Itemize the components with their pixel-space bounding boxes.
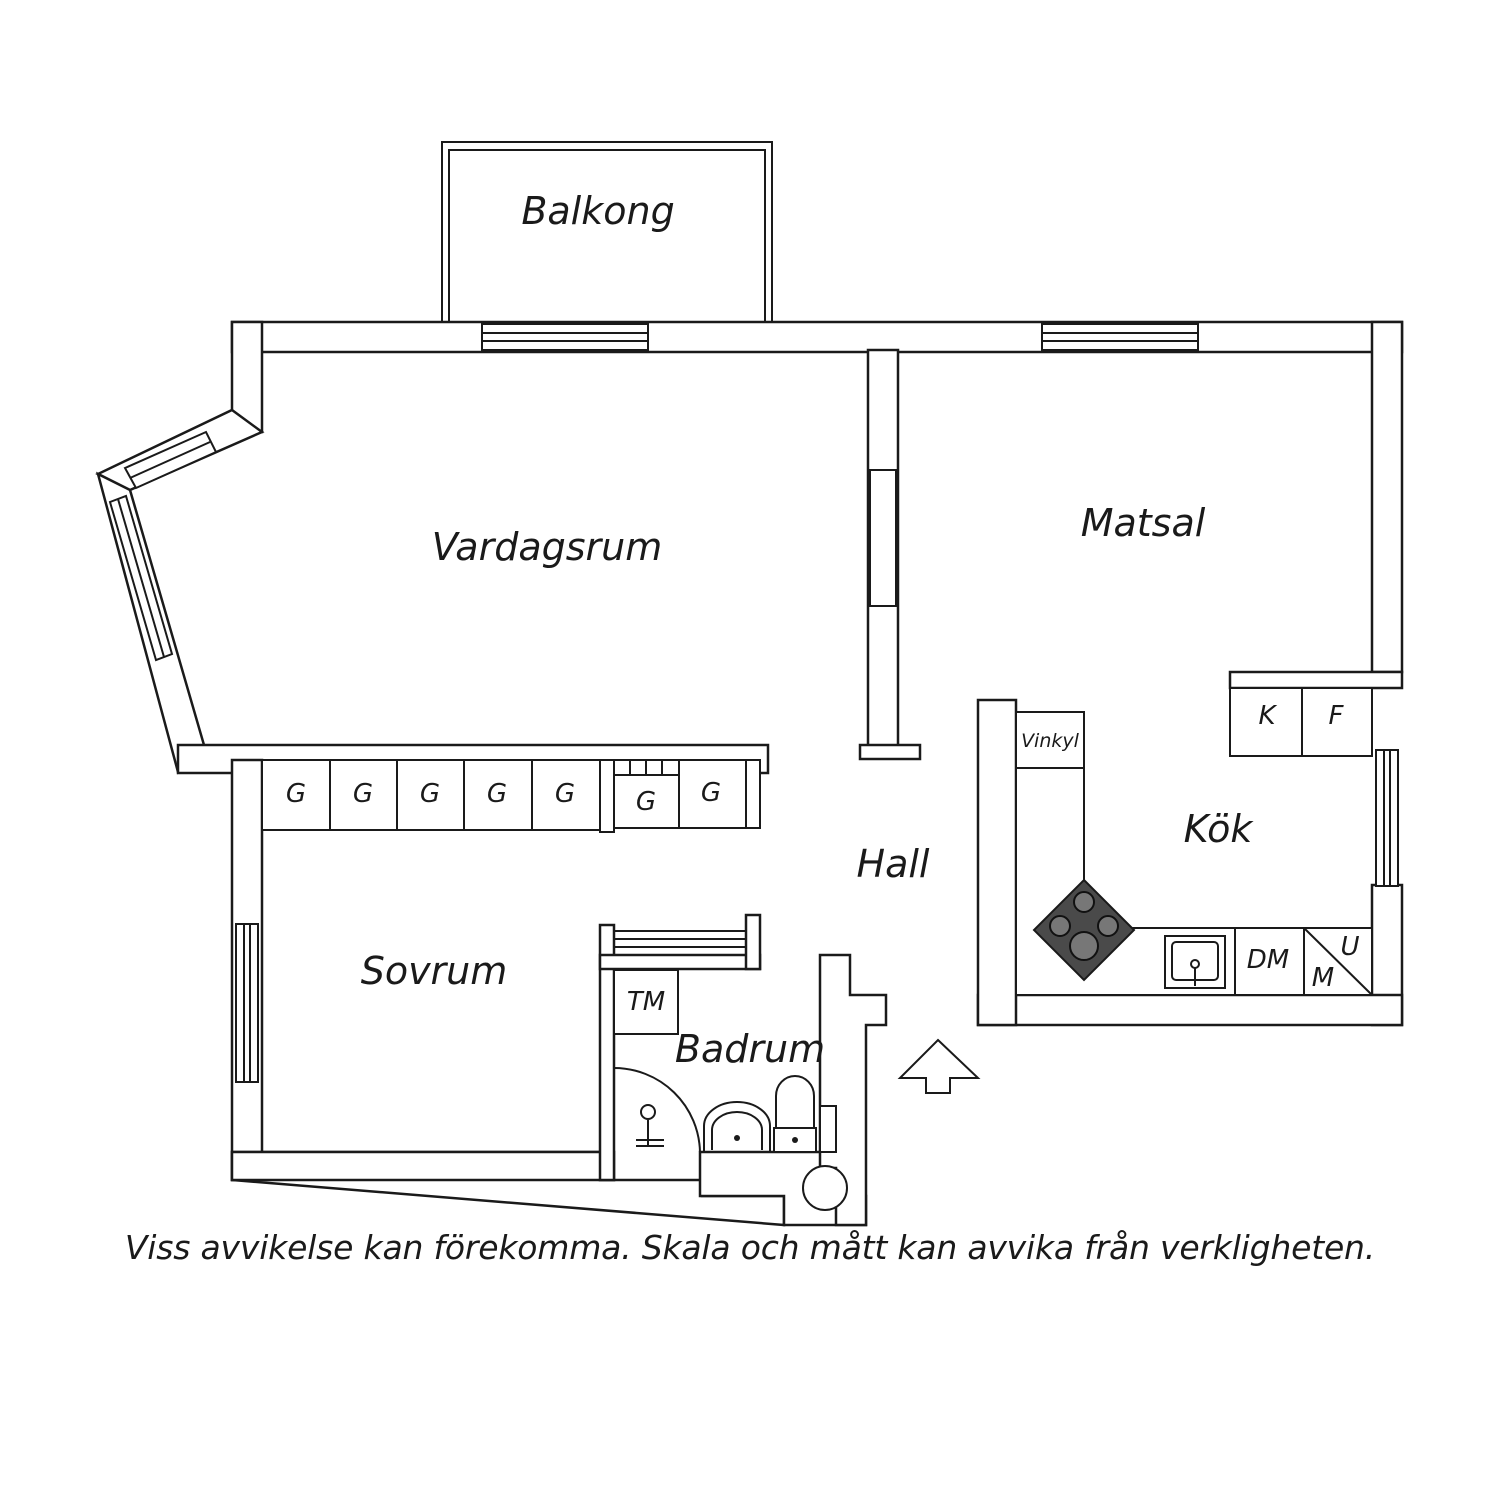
- drain-icon: [802, 1165, 848, 1211]
- room-label-bathroom: Badrum: [675, 1027, 825, 1071]
- wardrobe-label-7: G: [701, 778, 721, 808]
- wardrobe-label-6: G: [636, 787, 656, 817]
- shower-icon: [613, 1067, 701, 1153]
- fridge-label: K: [1258, 701, 1277, 731]
- room-label-balcony: Balkong: [521, 189, 674, 233]
- entrance-arrow-icon: [897, 1038, 981, 1094]
- microwave-label: M: [1312, 963, 1334, 993]
- window-living-top: [481, 323, 649, 351]
- window-dining-top: [1041, 323, 1199, 351]
- oven-label: U: [1340, 932, 1359, 962]
- room-label-living-room: Vardagsrum: [432, 525, 663, 569]
- window-bedroom: [235, 923, 259, 1083]
- freezer-label: F: [1329, 701, 1345, 731]
- exterior-walls: [95, 320, 1404, 1227]
- sink-icon: [1164, 935, 1226, 989]
- wardrobe-label-2: G: [353, 779, 373, 809]
- wardrobe-label-4: G: [487, 779, 507, 809]
- bathroom-fixtures: TM: [613, 930, 848, 1211]
- window-bay-side: [108, 494, 174, 662]
- washing-machine-label: TM: [627, 987, 665, 1017]
- room-label-hall: Hall: [857, 842, 930, 886]
- wardrobe-label-5: G: [555, 779, 575, 809]
- balcony: [441, 141, 773, 325]
- window-bay-upper: [123, 430, 218, 490]
- partition-opening: [869, 469, 897, 607]
- room-label-bedroom: Sovrum: [361, 949, 508, 993]
- wardrobes: G G G G G G G: [261, 759, 761, 833]
- kitchen-fixtures: K F Vinkyl DM U M: [1015, 687, 1373, 996]
- window-kitchen: [1375, 749, 1399, 887]
- stove-icon: [1032, 878, 1136, 982]
- sink-bathroom-icon: [703, 1101, 771, 1152]
- windows: [108, 323, 1399, 1083]
- toilet-icon: [773, 1075, 817, 1153]
- room-label-dining-room: Matsal: [1081, 501, 1206, 545]
- wine-fridge-label: Vinkyl: [1021, 730, 1080, 752]
- wardrobe-label-1: G: [286, 779, 306, 809]
- room-label-kitchen: Kök: [1184, 807, 1255, 851]
- wardrobe-label-3: G: [420, 779, 440, 809]
- disclaimer-text: Viss avvikelse kan förekomma. Skala och …: [124, 1228, 1376, 1267]
- dishwasher-label: DM: [1247, 945, 1289, 975]
